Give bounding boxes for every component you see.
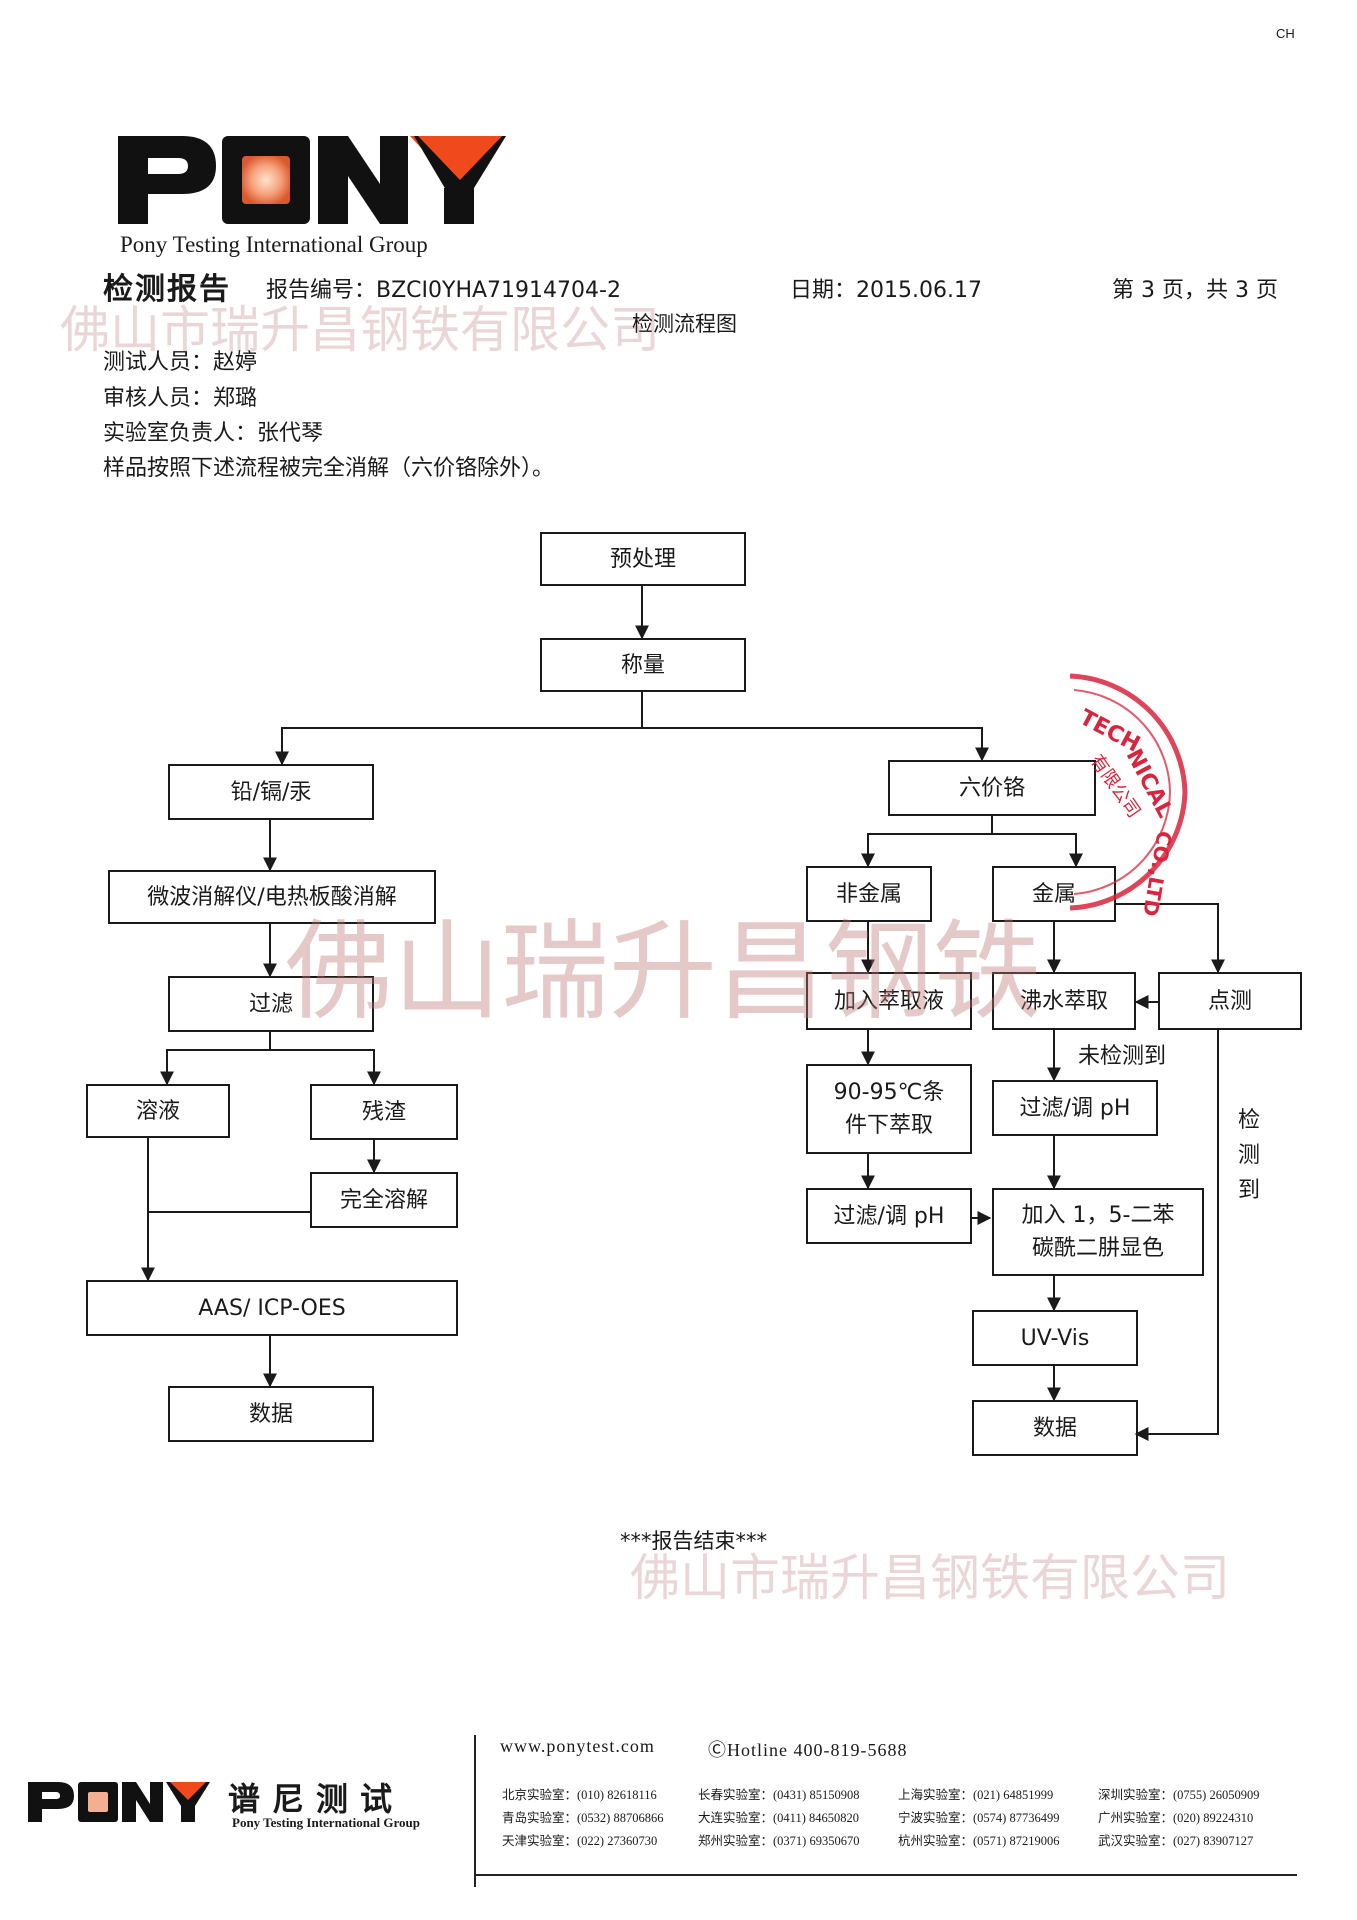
box-digest: 微波消解仪/电热板酸消解 xyxy=(108,870,436,924)
lab-contact: 上海实验室：(021) 64851999 xyxy=(898,1788,1054,1802)
lab-contact: 杭州实验室：(0571) 87219006 xyxy=(898,1834,1060,1848)
box-temp-extract: 90-95℃条 件下萃取 xyxy=(806,1064,972,1154)
lab-contact: 郑州实验室：(0371) 69350670 xyxy=(698,1834,860,1848)
footer-divider-horizontal xyxy=(474,1874,1297,1876)
box-nonmetal: 非金属 xyxy=(806,866,932,922)
box-data-left: 数据 xyxy=(168,1386,374,1442)
lab-head-line: 实验室负责人：张代琴 xyxy=(103,421,324,446)
lab-contact: 深圳实验室：(0755) 26050909 xyxy=(1098,1788,1260,1802)
box-boil-extract: 沸水萃取 xyxy=(992,972,1136,1030)
report-number: 报告编号：BZCI0YHA71914704-2 xyxy=(266,278,621,303)
flowchart-title: 检测流程图 xyxy=(632,312,737,336)
label-not-detected: 未检测到 xyxy=(1078,1044,1167,1069)
box-filter-ph-right: 过滤/调 pH xyxy=(992,1080,1158,1136)
lab-contact: 天津实验室：(022) 27360730 xyxy=(502,1834,658,1848)
watermark-top: 佛山市瑞升昌钢铁有限公司 xyxy=(60,301,660,359)
lab-contact: 大连实验室：(0411) 84650820 xyxy=(698,1811,859,1825)
lab-contact: 武汉实验室：(027) 83907127 xyxy=(1098,1834,1254,1848)
group-name: Pony Testing International Group xyxy=(120,232,428,257)
box-residue: 残渣 xyxy=(310,1084,458,1140)
color-develop-line2: 碳酰二肼显色 xyxy=(1031,1236,1164,1261)
lab-contact: 宁波实验室：(0574) 87736499 xyxy=(898,1811,1060,1825)
label-detected-2: 测 xyxy=(1238,1143,1261,1168)
box-filter-left: 过滤 xyxy=(168,976,374,1032)
box-filter-ph-left: 过滤/调 pH xyxy=(806,1188,972,1244)
box-solution: 溶液 xyxy=(86,1084,230,1138)
language-label: CH xyxy=(1276,26,1295,41)
footer-brand-cn: 谱尼测试 xyxy=(228,1780,405,1818)
footer-divider-vertical xyxy=(474,1735,476,1887)
box-weigh: 称量 xyxy=(540,638,746,692)
label-detected-3: 到 xyxy=(1238,1178,1261,1203)
box-color-develop: 加入 1，5-二苯 碳酰二肼显色 xyxy=(992,1188,1204,1276)
lab-contact: 青岛实验室：(0532) 88706866 xyxy=(502,1811,664,1825)
box-pretreat: 预处理 xyxy=(540,532,746,586)
box-add-extract: 加入萃取液 xyxy=(806,972,972,1030)
box-cr6: 六价铬 xyxy=(888,760,1096,816)
pony-logo xyxy=(118,136,506,224)
company-seal: TECH NICAL CO.,LTD 有限公司 xyxy=(1069,673,1188,918)
report-title: 检测报告 xyxy=(103,272,231,307)
tester-line: 测试人员：赵婷 xyxy=(103,350,258,375)
report-end: ***报告结束*** xyxy=(620,1529,767,1553)
temp-extract-line2: 件下萃取 xyxy=(844,1113,933,1138)
box-spot-test: 点测 xyxy=(1158,972,1302,1030)
report-date: 日期：2015.06.17 xyxy=(790,278,982,303)
digestion-note: 样品按照下述流程被完全消解（六价铬除外）。 xyxy=(103,456,555,481)
label-detected-1: 检 xyxy=(1238,1108,1261,1133)
box-data-right: 数据 xyxy=(972,1400,1138,1456)
box-aas-icp: AAS/ ICP-OES xyxy=(86,1280,458,1336)
lab-contact: 广州实验室：(020) 89224310 xyxy=(1098,1811,1254,1825)
footer-lab-list: 北京实验室：(010) 82618116 长春实验室：(0431) 851509… xyxy=(502,1784,1292,1849)
temp-extract-line1: 90-95℃条 xyxy=(833,1080,945,1105)
footer-website: www.ponytest.com xyxy=(500,1736,655,1756)
watermark-bottom: 佛山市瑞升昌钢铁有限公司 xyxy=(630,1549,1230,1607)
footer-brand-en: Pony Testing International Group xyxy=(232,1815,420,1830)
lab-contact: 长春实验室：(0431) 85150908 xyxy=(698,1788,860,1802)
box-dissolve: 完全溶解 xyxy=(310,1172,458,1228)
svg-text:CO.,LTD: CO.,LTD xyxy=(1138,829,1177,918)
watermark-middle: 佛山瑞升昌钢铁 xyxy=(285,910,1042,1035)
lab-contact: 北京实验室：(010) 82618116 xyxy=(502,1788,657,1802)
color-develop-line1: 加入 1，5-二苯 xyxy=(1021,1203,1175,1228)
footer-hotline: ⒸHotline 400-819-5688 xyxy=(708,1740,908,1760)
box-heavy-metals: 铅/镉/汞 xyxy=(168,764,374,820)
reviewer-line: 审核人员：郑璐 xyxy=(103,386,258,411)
box-metal: 金属 xyxy=(992,866,1116,922)
box-uvvis: UV-Vis xyxy=(972,1310,1138,1366)
page-indicator: 第 3 页，共 3 页 xyxy=(1112,278,1278,303)
footer-pony-logo xyxy=(28,1782,210,1822)
